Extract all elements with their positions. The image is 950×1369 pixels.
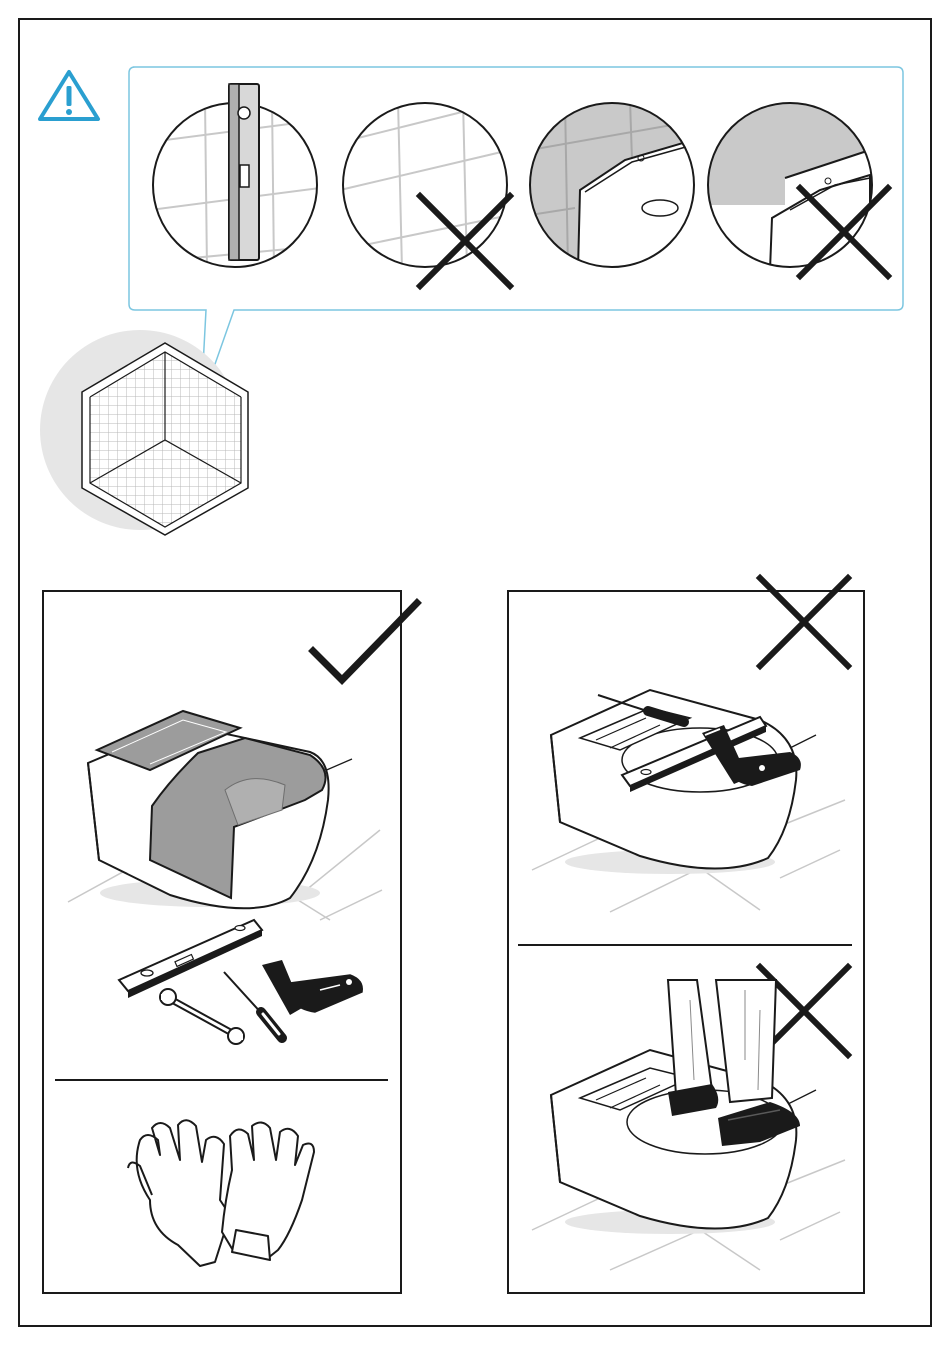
- spirit-level-icon: [229, 84, 259, 260]
- gloves-icon: [128, 1120, 314, 1266]
- tools-group: [119, 920, 362, 1044]
- subpanel-no-standing-on-bowl: [532, 967, 848, 1270]
- panel-protect-bowl: [43, 591, 417, 1293]
- subpanel-no-tools-on-bowl: [532, 690, 845, 912]
- drill-icon: [262, 960, 362, 1015]
- spirit-level-icon: [119, 920, 262, 998]
- warning-triangle-icon: [40, 72, 98, 119]
- wrench-icon: [160, 989, 244, 1044]
- panel-incorrect-practices: [508, 578, 864, 1293]
